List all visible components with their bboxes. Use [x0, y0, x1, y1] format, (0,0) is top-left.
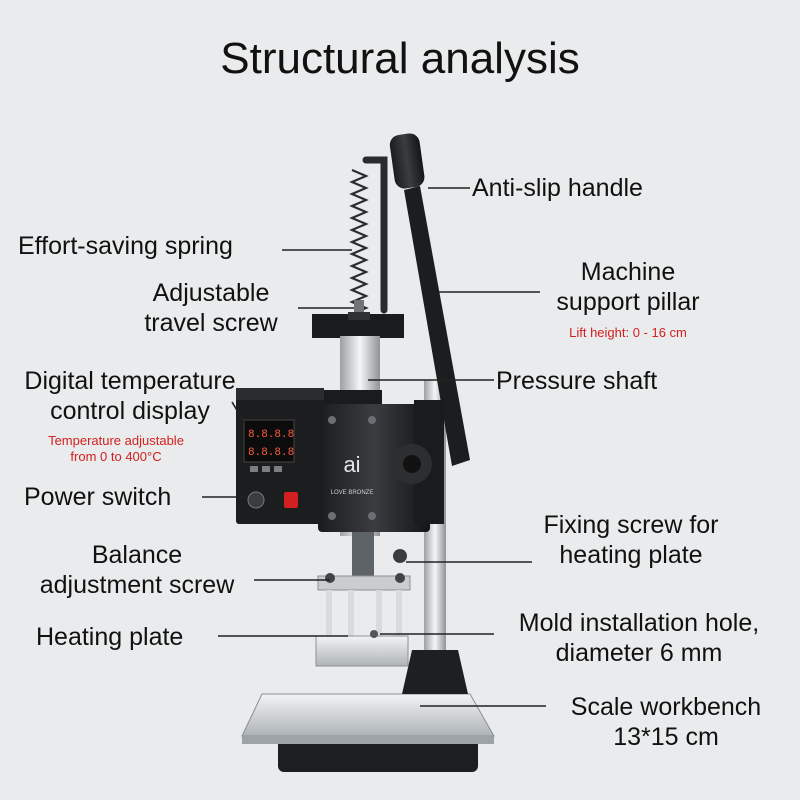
brand-name: LOVE BRONZE [331, 490, 374, 496]
note-temperature-line2: from 0 to 400°C [70, 449, 162, 464]
label-bench-line1: Scale workbench [570, 693, 762, 721]
label-digital-temperature-control-display: Digital temperature control display [2, 366, 258, 426]
temperature-readout-bottom: 8.8.8.8 [248, 447, 294, 459]
label-power-switch: Power switch [24, 483, 172, 511]
label-balance-adjustment-screw: Balance adjustment screw [20, 540, 254, 600]
label-pressure-shaft: Pressure shaft [496, 367, 658, 395]
label-mold-line2: diameter 6 mm [555, 639, 723, 667]
label-fixing-line1: Fixing screw for [543, 511, 719, 539]
power-switch-button[interactable] [284, 492, 298, 508]
label-mold-installation-hole: Mold installation hole, diameter 6 mm [492, 608, 786, 668]
machine-base [241, 693, 495, 772]
anti-slip-handle [389, 133, 470, 466]
label-machine-support-pillar: Machine support pillar [540, 257, 716, 317]
heating-plate-assembly [315, 532, 411, 667]
label-heating-plate: Heating plate [36, 623, 184, 651]
note-lift-height: Lift height: 0 - 16 cm [569, 325, 687, 340]
label-fixing-screw: Fixing screw for heating plate [514, 510, 748, 570]
label-display-line2: control display [50, 397, 210, 425]
note-temperature-range: Temperature adjustable from 0 to 400°C [18, 433, 214, 465]
label-scale-workbench: Scale workbench 13*15 cm [546, 692, 786, 752]
label-bench-line2: 13*15 cm [613, 723, 719, 751]
label-balance-line1: Balance [91, 541, 183, 569]
travel-screw-bracket [312, 300, 404, 338]
label-pillar-line2: support pillar [556, 288, 700, 316]
label-balance-line2: adjustment screw [39, 571, 235, 599]
temperature-readout-top: 8.8.8.8 [248, 429, 294, 441]
label-fixing-line2: heating plate [559, 541, 703, 569]
temperature-controller: 8.8.8.8 8.8.8.8 [236, 388, 324, 524]
label-travel-line1: Adjustable [152, 279, 270, 307]
press-body: ai LOVE BRONZE [318, 390, 444, 532]
brand-logo: ai [343, 452, 360, 477]
label-mold-line1: Mold installation hole, [518, 609, 760, 637]
page-title: Structural analysis [220, 34, 580, 83]
leader-lines [202, 187, 546, 707]
label-travel-line2: travel screw [144, 309, 278, 337]
label-display-line1: Digital temperature [24, 367, 236, 395]
label-anti-slip-handle: Anti-slip handle [472, 174, 643, 202]
label-effort-saving-spring: Effort-saving spring [18, 232, 233, 260]
label-pillar-line1: Machine [580, 258, 676, 286]
note-temperature-line1: Temperature adjustable [48, 433, 184, 448]
label-adjustable-travel-screw: Adjustable travel screw [128, 278, 294, 338]
